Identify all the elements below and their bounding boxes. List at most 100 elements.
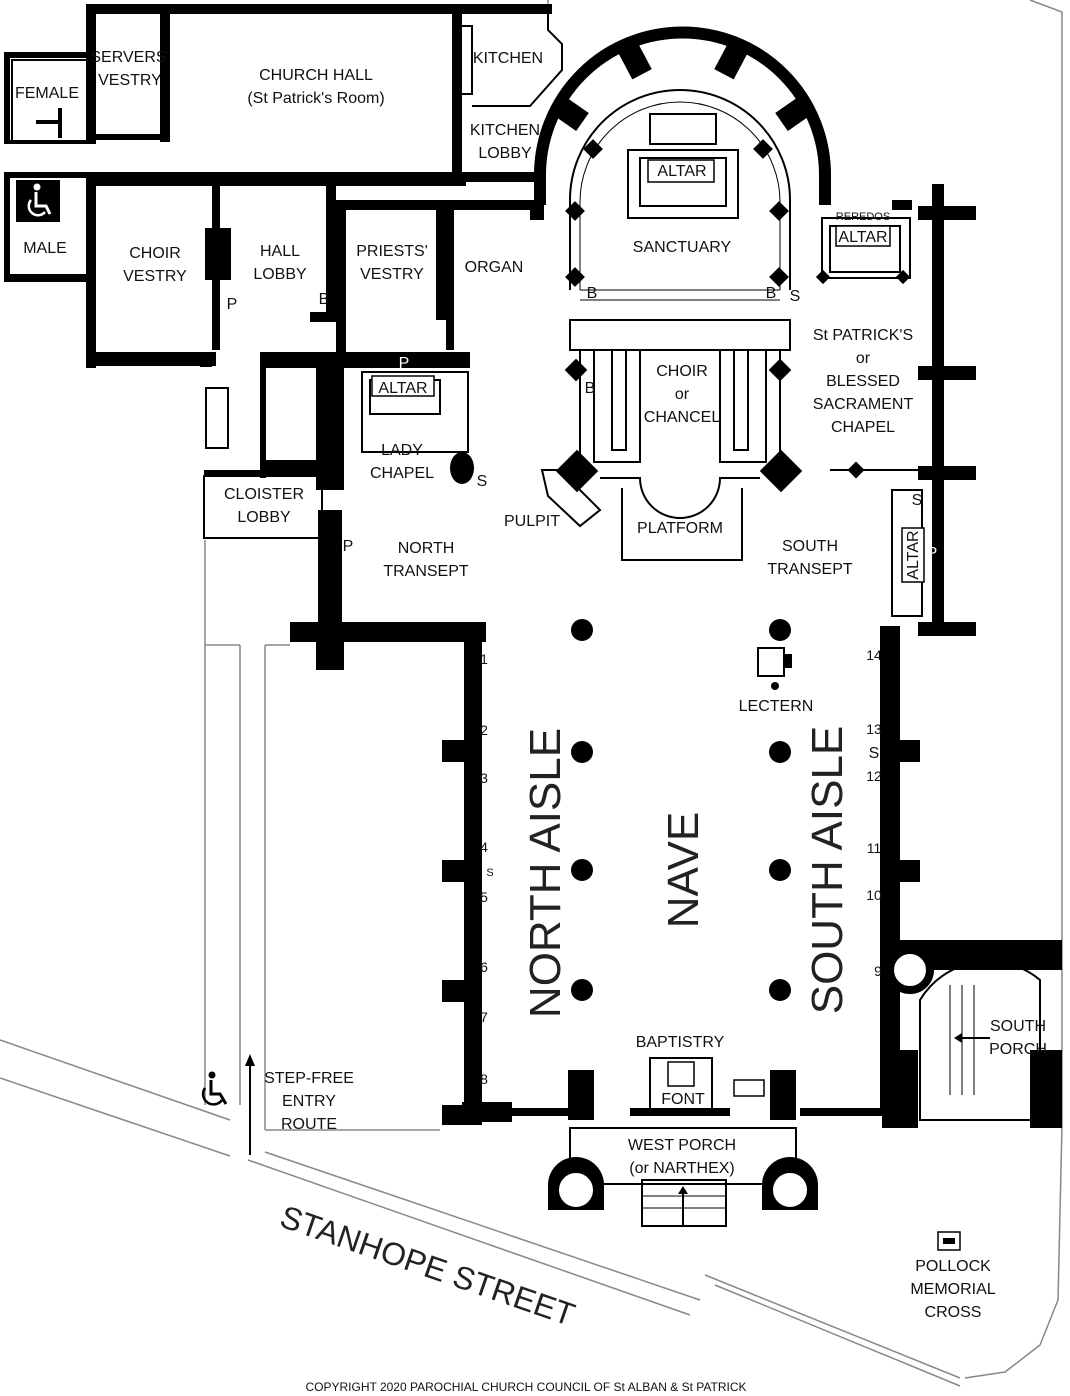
marker-p: P [227,296,238,313]
choir-label-1: CHOIR [656,363,708,380]
hall-block-walls [86,4,563,368]
station-1: 1 [480,651,488,667]
church-hall-label-1: CHURCH HALL [259,67,373,84]
nave-walls [290,622,920,1125]
male-label: MALE [23,240,67,257]
station-9: 9 [874,963,882,979]
station-7: 7 [480,1009,488,1025]
hall-lobby-label-2: LOBBY [253,266,307,283]
step-free-label-1: STEP-FREE [264,1070,354,1087]
north-transept-label-2: TRANSEPT [383,563,469,580]
station-3: 3 [480,770,488,786]
lady-chapel-label-1: LADY [381,442,423,459]
choir-vestry-label-2: VESTRY [123,268,187,285]
marker-b: B [585,380,596,397]
marker-s: S [869,745,880,762]
st-patricks-label-5: CHAPEL [831,419,895,436]
lectern-label: LECTERN [739,698,814,715]
church-hall-label-2: (St Patrick's Room) [247,90,384,107]
st-patricks-label-3: BLESSED [826,373,900,390]
font-label: FONT [661,1091,705,1108]
south-porch-label-2: PORCH [989,1041,1047,1058]
lady-altar [371,375,435,397]
nave-label: NAVE [659,812,708,929]
lectern-stand [757,647,792,690]
st-patricks-label-2: or [856,350,871,367]
priests-vestry-label-1: PRIESTS' [356,243,428,260]
marker-b: B [587,285,598,302]
wheelchair-icon [201,1071,228,1106]
south-aisle-label: SOUTH AISLE [803,726,852,1015]
street-name: STANHOPE STREET [276,1198,580,1333]
step-free-label-3: ROUTE [281,1116,337,1133]
sanctuary-label: SANCTUARY [633,239,732,256]
marker-p: P [343,538,354,555]
lady-altar-label: ALTAR [378,380,427,397]
station-12: 12 [866,768,882,784]
marker-s: S [790,288,801,305]
platform-label: PLATFORM [637,520,723,537]
lady-chapel-label-2: CHAPEL [370,465,434,482]
apse [534,26,831,351]
marker-p: P [927,545,938,562]
south-altar-label: ALTAR [905,530,922,579]
nave-pillars [571,619,791,1001]
station-5: 5 [480,889,488,905]
station-11: 11 [867,840,882,856]
hall-lobby-label-1: HALL [260,243,300,260]
cloister-lobby-label-1: CLOISTER [224,486,304,503]
choir-label-2: or [675,386,690,403]
step-free-arrow [245,1054,255,1155]
station-14: 14 [866,647,882,663]
kitchen-label: KITCHEN [473,50,543,67]
main-altar [647,159,715,183]
station-13: 13 [866,721,882,737]
marker-s: S [486,867,493,879]
room-labels: FEMALE MALE SERVERS' VESTRY CHURCH HALL … [15,49,1047,1321]
station-numbers: 1 2 3 4 5 6 7 8 9 10 11 12 13 14 [480,647,882,1087]
kitchen-lobby-label-1: KITCHEN [470,122,540,139]
station-4: 4 [480,839,488,855]
north-transept-label-1: NORTH [398,540,455,557]
south-transept-label-2: TRANSEPT [767,561,853,578]
organ-label: ORGAN [465,259,524,276]
servers-vestry-label-2: VESTRY [98,72,162,89]
marker-b: B [319,291,330,308]
west-porch-label-2: (or NARTHEX) [629,1160,735,1177]
pulpit-label: PULPIT [504,513,560,530]
step-free-label-2: ENTRY [282,1093,336,1110]
station-10: 10 [866,887,882,903]
toilet-block [4,52,94,282]
choir-vestry-label-1: CHOIR [129,245,181,262]
st-patricks-label-4: SACRAMENT [813,396,914,413]
station-2: 2 [480,722,488,738]
south-transept-label-1: SOUTH [782,538,838,555]
patrick-altar-label: ALTAR [838,229,887,246]
pollock-cross-label-2: MEMORIAL [910,1281,995,1298]
reredos-altar [835,225,891,247]
north-aisle-label: NORTH AISLE [521,728,570,1018]
station-8: 8 [480,1071,488,1087]
west-porch [548,1127,818,1227]
copyright-notice: COPYRIGHT 2020 PAROCHIAL CHURCH COUNCIL … [306,1380,747,1394]
cloister-lobby-label-2: LOBBY [237,509,291,526]
marker-labels: P B P P S B B S B S P S S [227,285,938,879]
reredos-label: REREDOS [836,211,890,223]
main-altar-label: ALTAR [657,163,706,180]
marker-s: S [477,473,488,490]
marker-p: P [399,355,410,372]
st-patricks-label-1: St PATRICK'S [813,327,913,344]
baptistry-label: BAPTISTRY [636,1034,725,1051]
pollock-cross-label-3: CROSS [925,1304,982,1321]
pollock-cross-label-1: POLLOCK [915,1258,991,1275]
kitchen-lobby-label-2: LOBBY [478,145,532,162]
west-porch-label-1: WEST PORCH [628,1137,736,1154]
priests-vestry-label-2: VESTRY [360,266,424,283]
south-porch-label-1: SOUTH [990,1018,1046,1035]
servers-vestry-label-1: SERVERS' [90,49,169,66]
st-patricks-chapel-walls [815,184,976,636]
station-6: 6 [480,959,488,975]
south-porch [882,940,1062,1128]
marker-s: S [912,492,923,509]
